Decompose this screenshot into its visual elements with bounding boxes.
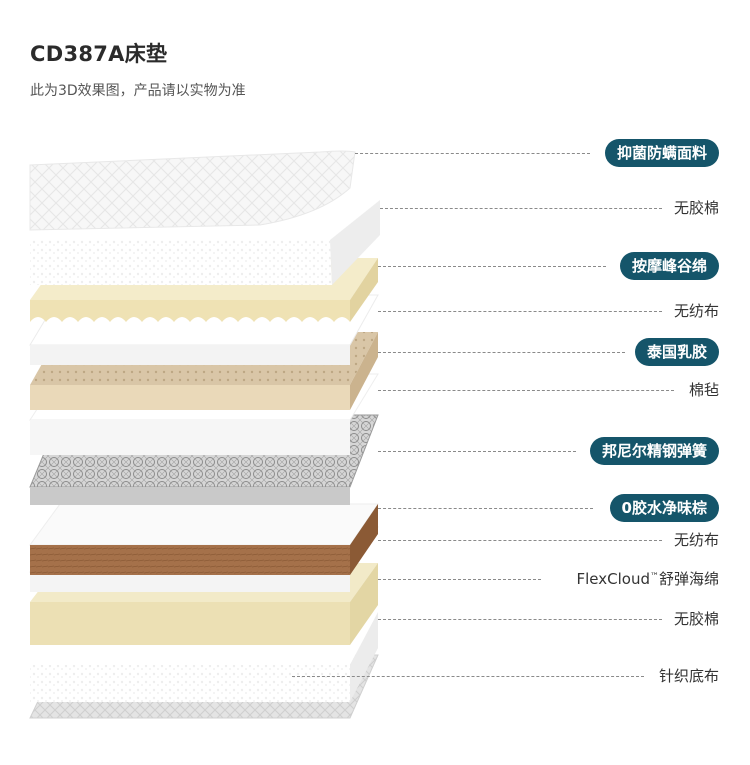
flexcloud-material: 舒弹海绵	[659, 570, 719, 588]
leader-line	[378, 579, 541, 580]
leader-line	[355, 153, 590, 154]
flexcloud-brand: FlexCloud	[577, 570, 650, 588]
label-bonnell-springs: 邦尼尔精钢弹簧	[590, 437, 719, 465]
layer-coir	[30, 504, 378, 575]
leader-line	[378, 311, 662, 312]
label-thai-latex: 泰国乳胶	[635, 338, 719, 366]
label-antibacterial-fabric: 抑菌防螨面料	[605, 139, 719, 167]
leader-line	[378, 451, 576, 452]
leader-line	[378, 540, 662, 541]
label-non-woven: 无纺布	[674, 302, 719, 320]
leader-line	[378, 352, 625, 353]
leader-line	[378, 619, 662, 620]
leader-line	[378, 508, 593, 509]
leader-line	[378, 266, 606, 267]
label-massage-foam: 按摩峰谷绵	[620, 252, 719, 280]
label-no-glue-cotton-2: 无胶棉	[674, 610, 719, 628]
label-zero-glue-coir: 0胶水净味棕	[610, 494, 719, 522]
label-cotton-felt: 棉毡	[689, 381, 719, 399]
leader-line	[378, 390, 674, 391]
leader-line	[292, 676, 644, 677]
label-non-woven-2: 无纺布	[674, 531, 719, 549]
trademark-symbol: ™	[650, 572, 659, 582]
label-no-glue-cotton: 无胶棉	[674, 199, 719, 217]
leader-line	[380, 208, 662, 209]
label-flexcloud-foam: FlexCloud™舒弹海绵	[577, 570, 720, 588]
label-knit-base: 针织底布	[659, 667, 719, 685]
